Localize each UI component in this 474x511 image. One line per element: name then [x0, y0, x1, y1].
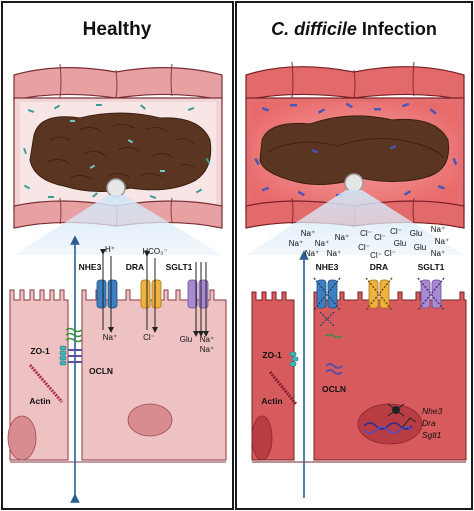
- healthy-zoom-beam: [14, 195, 222, 255]
- healthy-sglt1-label: SGLT1: [166, 262, 193, 272]
- repressed-genes: Nhe3 Dra Sglt1: [422, 406, 443, 440]
- lumen-cl-5: Cl⁻: [390, 227, 402, 236]
- healthy-zo1-label: ZO-1: [30, 346, 50, 356]
- healthy-dra-label: DRA: [126, 262, 144, 272]
- infected-actin-label: Actin: [261, 396, 282, 406]
- healthy-tight-junction: [28, 327, 83, 403]
- infected-ocln-label: OCLN: [322, 384, 346, 394]
- healthy-sglt1-glu: Glu: [180, 335, 192, 344]
- healthy-actin-label: Actin: [29, 396, 50, 406]
- lumen-na-1: Na⁺: [301, 229, 315, 238]
- healthy-dra-transporter: [140, 251, 162, 333]
- infected-nhe3-transporter: [313, 277, 341, 327]
- healthy-nhe3-ion-in: H⁺: [105, 245, 115, 254]
- infected-zoom-lens: [344, 173, 364, 193]
- lumen-na-8: Na⁺: [435, 237, 449, 246]
- lumen-glu-3: Glu: [414, 243, 426, 252]
- healthy-microbes: [23, 104, 211, 199]
- infected-lumen-ions: Na⁺ Na⁺ Na⁺ Na⁺ Na⁺ Na⁺ Cl⁻ Cl⁻ Cl⁻ Cl⁻ …: [289, 225, 449, 260]
- lumen-cl-3: Cl⁻: [358, 243, 370, 252]
- lumen-cl-6: Cl⁻: [384, 249, 396, 258]
- healthy-sglt1-transporter: [187, 262, 209, 337]
- infected-dra-label: DRA: [370, 262, 388, 272]
- healthy-dra-ion-out: Cl⁻: [143, 333, 155, 342]
- lumen-glu-2: Glu: [410, 229, 422, 238]
- lumen-glu-1: Glu: [394, 239, 406, 248]
- gene-nhe3: Nhe3: [422, 406, 443, 416]
- infected-nhe3-label: NHE3: [316, 262, 339, 272]
- lumen-cl-4: Cl⁻: [370, 251, 382, 260]
- infected-tight-junction: [268, 333, 343, 405]
- infected-sglt1-label: SGLT1: [418, 262, 445, 272]
- healthy-zoom-lens: [106, 178, 126, 198]
- healthy-dra-ion-in: HCO₃⁻: [142, 247, 167, 256]
- healthy-sglt1-na-2: Na⁺: [200, 345, 214, 354]
- lumen-na-9: Na⁺: [431, 249, 445, 258]
- lumen-na-4: Na⁺: [335, 233, 349, 242]
- gene-sglt1: Sglt1: [422, 430, 442, 440]
- lumen-cl-1: Cl⁻: [360, 229, 372, 238]
- infected-dra-transporter: [365, 277, 393, 311]
- healthy-nhe3-transporter: [96, 249, 118, 333]
- infected-stool: [259, 115, 450, 186]
- lumen-na-6: Na⁺: [305, 249, 319, 258]
- healthy-ocln-label: OCLN: [89, 366, 113, 376]
- gene-dra: Dra: [422, 418, 436, 428]
- healthy-title: Healthy: [83, 19, 152, 40]
- lumen-na-5: Na⁺: [327, 249, 341, 258]
- lumen-cl-2: Cl⁻: [374, 233, 386, 242]
- healthy-nhe3-label: NHE3: [79, 262, 102, 272]
- infected-zo1-label: ZO-1: [262, 350, 282, 360]
- lumen-na-2: Na⁺: [289, 239, 303, 248]
- infected-zoom-beam: [246, 190, 464, 255]
- infected-sglt1-transporter: [417, 277, 445, 311]
- healthy-stool: [29, 112, 212, 193]
- infection-title: C. difficile Infection: [271, 19, 437, 39]
- lumen-na-7: Na⁺: [431, 225, 445, 234]
- dna-repression-icon: [363, 403, 417, 434]
- healthy-sglt1-na-1: Na⁺: [200, 335, 214, 344]
- healthy-nhe3-ion-out: Na⁺: [103, 333, 117, 342]
- lumen-na-3: Na⁺: [315, 239, 329, 248]
